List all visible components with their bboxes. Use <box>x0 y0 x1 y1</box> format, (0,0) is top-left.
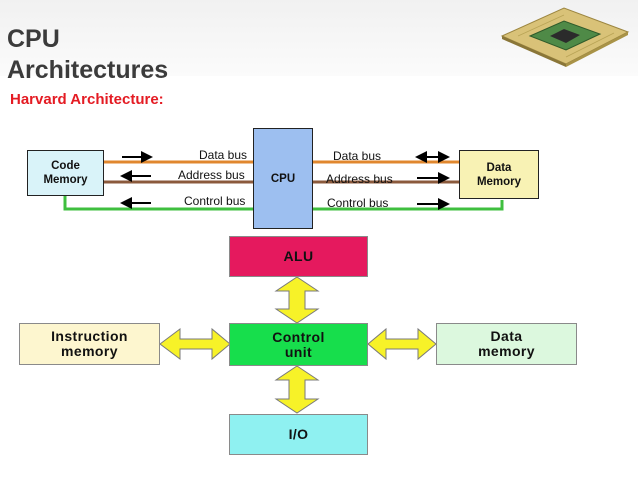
bottom-data-memory-label-1: Data <box>490 328 523 344</box>
right-direction-arrows <box>415 151 450 210</box>
instruction-memory-label-2: memory <box>61 343 118 359</box>
instruction-memory-label-1: Instruction <box>51 328 128 344</box>
instruction-memory-box: Instruction memory <box>19 323 160 365</box>
left-direction-arrows <box>120 151 153 209</box>
right-data-bus-label: Data bus <box>333 149 382 163</box>
cpu-box: CPU <box>253 128 313 229</box>
page-title: CPU Architectures <box>7 24 168 86</box>
right-address-bus-label: Address bus <box>326 172 393 186</box>
left-address-bus-label: Address bus <box>178 168 245 182</box>
alu-label: ALU <box>283 248 314 264</box>
data-memory-label-2: Memory <box>476 175 522 188</box>
code-memory-label-1: Code <box>51 160 80 172</box>
data-memory-box-bottom: Data memory <box>436 323 577 365</box>
alu-box: ALU <box>229 236 368 277</box>
code-memory-label-2: Memory <box>43 174 88 186</box>
cpu-label: CPU <box>270 172 296 185</box>
right-control-bus-line <box>313 200 504 211</box>
title-line-2: Architectures <box>7 56 169 84</box>
io-box: I/O <box>229 414 368 455</box>
control-data-double-arrow <box>367 327 437 361</box>
control-io-double-arrow <box>274 365 320 414</box>
control-unit-label-2: unit <box>284 343 313 360</box>
data-memory-label-1: Data <box>486 161 512 174</box>
title-line-1: CPU <box>7 25 60 53</box>
right-control-bus-label: Control bus <box>327 196 389 210</box>
yellow-arrows <box>159 276 437 414</box>
control-unit-box: Control unit <box>229 323 368 366</box>
left-bus-lines <box>63 160 253 211</box>
data-memory-box-top: Data Memory <box>459 150 539 199</box>
section-subtitle: Harvard Architecture: <box>10 91 164 108</box>
code-memory-box: Code Memory <box>27 150 104 196</box>
cpu-chip-icon <box>500 7 630 67</box>
bottom-data-memory-label-2: memory <box>478 343 535 359</box>
instruction-control-double-arrow <box>159 327 231 361</box>
alu-control-double-arrow <box>274 276 320 324</box>
control-unit-label-1: Control <box>272 328 325 345</box>
io-label: I/O <box>288 426 309 442</box>
left-data-bus-label: Data bus <box>199 148 248 162</box>
left-control-bus-line <box>63 196 253 211</box>
left-control-bus-label: Control bus <box>184 194 246 208</box>
